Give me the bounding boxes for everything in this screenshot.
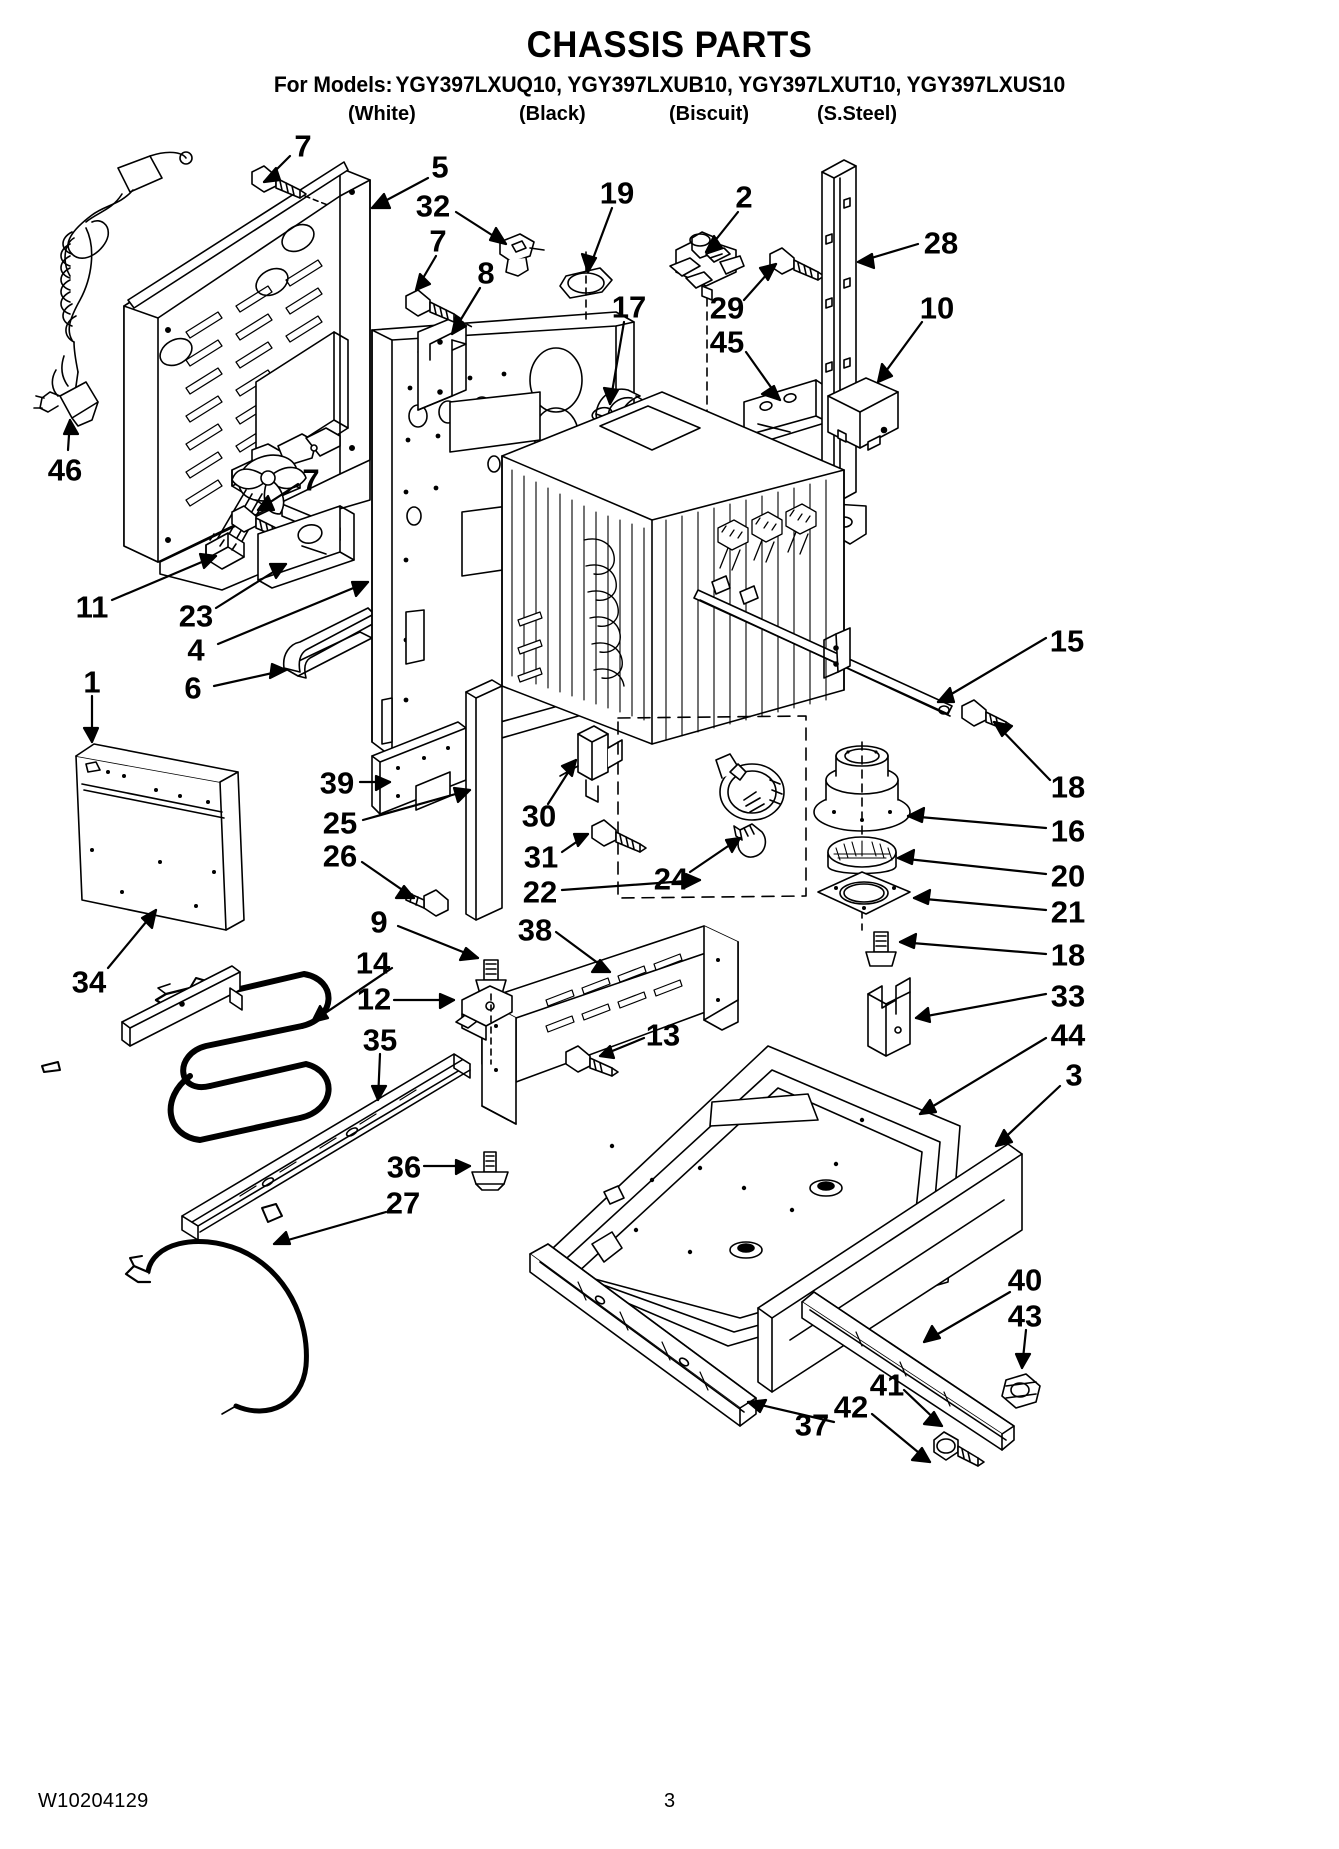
- callout-number-18: 18: [1050, 769, 1086, 805]
- callout-number-7: 7: [429, 223, 447, 259]
- part-convection-motor-22: [715, 753, 785, 821]
- part-lamp-24: [733, 823, 767, 858]
- footer-document-code: W10204129: [38, 1790, 149, 1812]
- callout-number-19: 19: [599, 175, 635, 211]
- callout-number-26: 26: [322, 838, 358, 874]
- callout-number-5: 5: [431, 149, 449, 185]
- callout-number-7: 7: [294, 128, 312, 164]
- callout-number-2: 2: [735, 179, 753, 215]
- callout-number-9: 9: [370, 904, 388, 940]
- part-rear-top-panel-1: [75, 743, 245, 931]
- color-variant-row: (White) (Black) (Biscuit) (S.Steel): [0, 103, 1339, 129]
- part-screw-7b: [405, 289, 475, 329]
- callout-number-32: 32: [415, 188, 451, 224]
- part-grommet-19: [559, 251, 613, 325]
- callout-number-42: 42: [833, 1389, 869, 1425]
- part-burner-cap-20: [827, 836, 897, 875]
- part-bracket-23: [257, 505, 355, 589]
- callout-number-43: 43: [1007, 1298, 1043, 1334]
- callout-number-33: 33: [1050, 978, 1086, 1014]
- model-list: For Models:YGY397LXUQ10, YGY397LXUB10, Y…: [27, 72, 1312, 98]
- callout-number-15: 15: [1049, 623, 1085, 659]
- callout-number-46: 46: [47, 452, 83, 488]
- callout-number-39: 39: [319, 765, 355, 801]
- part-side-trim-6: [282, 607, 381, 679]
- part-support-rod-15: [693, 575, 953, 717]
- part-clip-32: [499, 233, 545, 277]
- part-leveling-leg-36: [471, 1151, 509, 1191]
- callout-number-16: 16: [1050, 813, 1086, 849]
- callout-number-34: 34: [71, 964, 107, 1000]
- callout-number-8: 8: [477, 255, 495, 291]
- callout-number-35: 35: [362, 1022, 398, 1058]
- part-cross-rail-37: [529, 1243, 757, 1427]
- callout-number-29: 29: [709, 290, 745, 326]
- callout-number-38: 38: [517, 912, 553, 948]
- callout-number-25: 25: [322, 805, 358, 841]
- part-screw-41: [933, 1431, 985, 1467]
- part-bottom-frame-38: [481, 925, 739, 1125]
- part-bake-element-14: [41, 971, 332, 1143]
- part-broil-element-27: [124, 1203, 309, 1415]
- part-screw-7a: [251, 165, 331, 207]
- callout-number-23: 23: [178, 598, 214, 634]
- callout-number-22: 22: [522, 874, 558, 910]
- callout-number-41: 41: [869, 1367, 905, 1403]
- callout-number-14: 14: [355, 945, 391, 981]
- part-angle-bracket-33: [867, 977, 911, 1057]
- callout-number-10: 10: [919, 290, 955, 326]
- callout-number-11: 11: [75, 589, 109, 625]
- callout-number-1: 1: [83, 664, 101, 700]
- callout-number-36: 36: [386, 1149, 422, 1185]
- color-variant-ssteel: (S.Steel): [817, 103, 898, 125]
- callout-number-3: 3: [1065, 1057, 1083, 1093]
- part-drawer-glide-40: [801, 1291, 1015, 1451]
- callout-leader-lines: [62, 154, 1062, 1464]
- part-screw-13: [565, 1045, 619, 1077]
- callout-number-31: 31: [523, 839, 559, 875]
- part-burner-base-16: [813, 741, 911, 931]
- part-mount-bracket-12: [455, 985, 513, 1065]
- callout-number-13: 13: [645, 1017, 681, 1053]
- callout-number-40: 40: [1007, 1262, 1043, 1298]
- part-power-cord: [33, 151, 193, 427]
- callout-number-30: 30: [521, 798, 557, 834]
- part-screw-26: [405, 889, 449, 917]
- callout-number-27: 27: [385, 1185, 421, 1221]
- callout-number-21: 21: [1050, 894, 1086, 930]
- callout-number-20: 20: [1050, 858, 1086, 894]
- part-nut-43: [1001, 1373, 1041, 1409]
- diagram-header: CHASSIS PARTS For Models:YGY397LXUQ10, Y…: [0, 24, 1339, 98]
- footer-page-number: 3: [663, 1790, 676, 1812]
- color-variant-biscuit: (Biscuit): [669, 103, 749, 125]
- part-vertical-trim-25: [465, 679, 503, 921]
- color-variant-black: (Black): [519, 103, 586, 125]
- part-enclosure-24: [617, 715, 807, 899]
- color-variant-white: (White): [348, 103, 416, 125]
- part-trim-34: [121, 965, 243, 1047]
- part-oven-cavity: [501, 391, 845, 745]
- callout-number-28: 28: [923, 225, 959, 261]
- part-slide-rail-35: [181, 1053, 471, 1241]
- part-screw-18b: [865, 931, 897, 967]
- callout-number-17: 17: [611, 289, 647, 325]
- callout-number-37: 37: [794, 1407, 830, 1443]
- part-screw-31: [591, 819, 647, 853]
- part-transformer-10: [827, 377, 899, 451]
- page-title: CHASSIS PARTS: [526, 24, 813, 65]
- callout-number-4: 4: [187, 632, 205, 668]
- callout-number-6: 6: [184, 670, 202, 706]
- models-label: For Models:: [273, 71, 393, 97]
- callout-number-45: 45: [709, 324, 745, 360]
- callout-number-12: 12: [356, 981, 392, 1017]
- models-value: YGY397LXUQ10, YGY397LXUB10, YGY397LXUT10…: [395, 71, 1066, 97]
- callout-number-18: 18: [1050, 937, 1086, 973]
- callout-number-24: 24: [653, 861, 689, 897]
- callout-number-7: 7: [302, 462, 320, 498]
- callout-number-44: 44: [1050, 1017, 1086, 1053]
- part-cooling-fan: [205, 427, 341, 570]
- part-burner-plate-21: [817, 871, 911, 915]
